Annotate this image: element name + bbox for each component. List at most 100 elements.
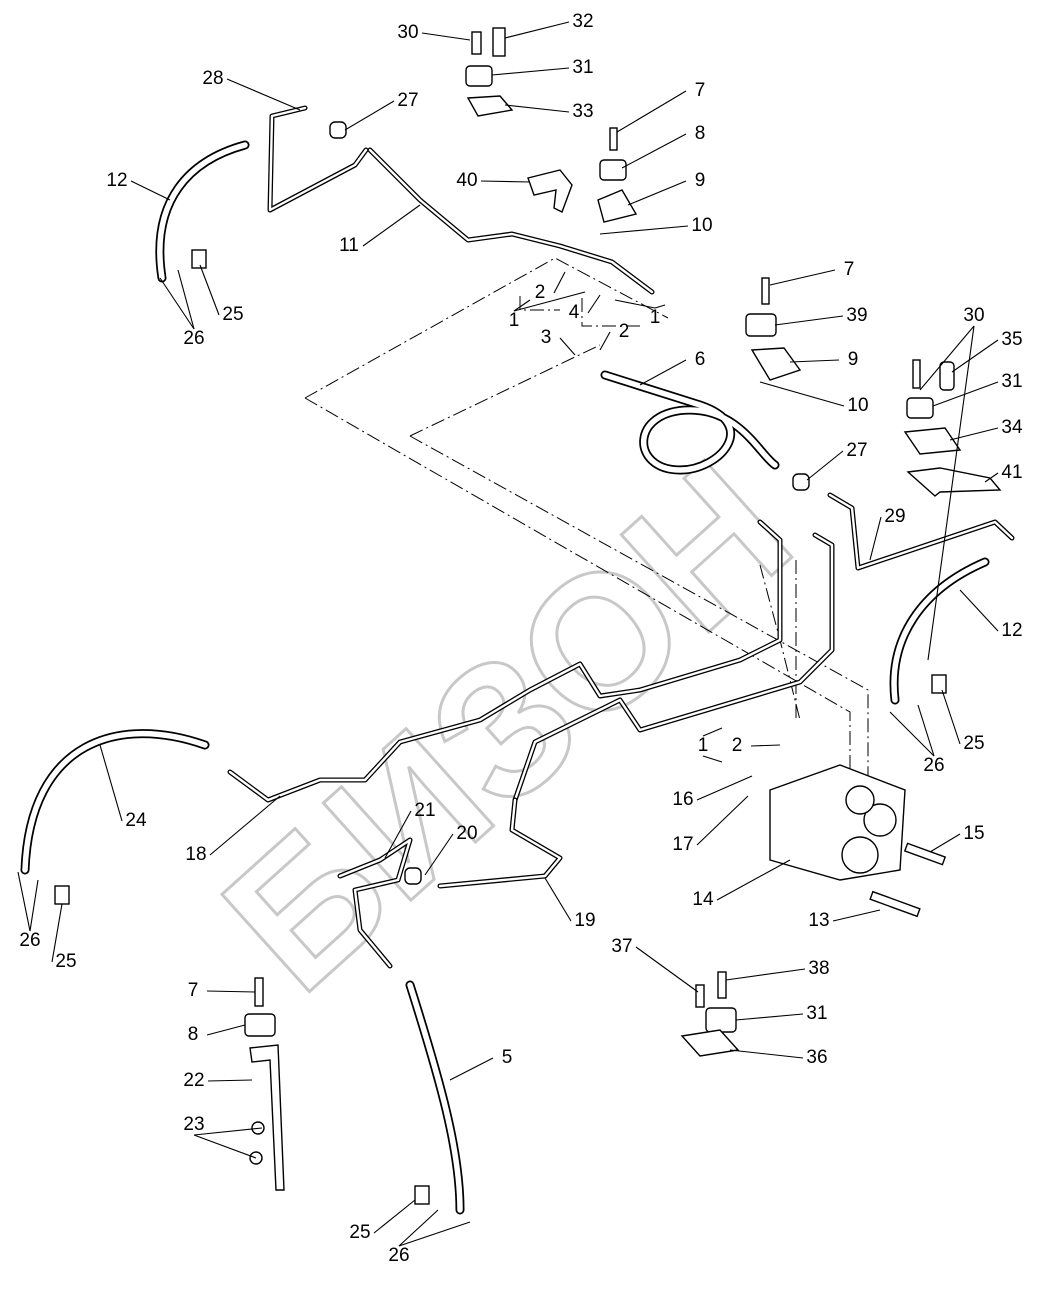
callout-32: 32 bbox=[572, 11, 593, 32]
callout-29: 29 bbox=[884, 506, 905, 527]
leader-line bbox=[384, 810, 412, 859]
callout-27: 27 bbox=[397, 90, 418, 111]
callout-30: 30 bbox=[963, 305, 984, 326]
bracket-22 bbox=[249, 1044, 285, 1191]
leader-line bbox=[725, 968, 806, 981]
callout-22: 22 bbox=[183, 1070, 204, 1091]
leader-line bbox=[832, 909, 881, 922]
bracket-9b bbox=[750, 347, 802, 381]
callout-13: 13 bbox=[808, 910, 829, 931]
callout-14: 14 bbox=[692, 889, 714, 910]
leader-line bbox=[504, 21, 570, 39]
bolt-30b bbox=[912, 359, 921, 389]
leader-line bbox=[206, 1024, 246, 1036]
callout-31: 31 bbox=[1001, 371, 1022, 392]
callout-23: 23 bbox=[183, 1114, 204, 1135]
callout-1: 1 bbox=[650, 307, 661, 328]
callout-25: 25 bbox=[222, 304, 243, 325]
callout-8: 8 bbox=[188, 1024, 199, 1045]
bolt-25b bbox=[931, 674, 947, 694]
hydraulic-hose bbox=[20, 729, 210, 875]
leader-line bbox=[889, 711, 935, 757]
callout-19: 19 bbox=[574, 910, 595, 931]
leader-line bbox=[599, 225, 689, 235]
bracket-33 bbox=[466, 95, 514, 117]
callout-16: 16 bbox=[672, 789, 693, 810]
bolt-7 bbox=[609, 127, 618, 151]
leader-line bbox=[929, 833, 961, 853]
callout-25: 25 bbox=[349, 1222, 370, 1243]
callout-7: 7 bbox=[188, 980, 199, 1001]
callout-34: 34 bbox=[1001, 417, 1023, 438]
callout-41: 41 bbox=[1001, 462, 1022, 483]
callout-1: 1 bbox=[509, 310, 520, 331]
leader-line bbox=[491, 67, 570, 76]
callout-3: 3 bbox=[541, 327, 552, 348]
callout-2: 2 bbox=[535, 282, 546, 303]
leader-line bbox=[599, 331, 611, 351]
clamp-31c bbox=[705, 1007, 737, 1033]
leader-line bbox=[635, 946, 699, 993]
watermark: БИЗОН bbox=[186, 421, 829, 1030]
bolt-38 bbox=[717, 971, 727, 999]
leader-line bbox=[621, 133, 687, 169]
bolt-25c bbox=[54, 885, 70, 905]
leader-line bbox=[919, 325, 975, 391]
leader-line bbox=[951, 339, 999, 373]
leader-line bbox=[654, 304, 666, 309]
leader-line bbox=[207, 1079, 253, 1082]
callout-7: 7 bbox=[695, 80, 706, 101]
leader-line bbox=[789, 359, 840, 363]
leader-line bbox=[735, 1013, 804, 1021]
callout-31: 31 bbox=[572, 57, 593, 78]
valve-coil bbox=[841, 836, 879, 874]
leader-line bbox=[949, 427, 999, 441]
callout-37: 37 bbox=[611, 936, 632, 957]
hydraulic-hose bbox=[405, 980, 465, 1215]
callout-5: 5 bbox=[502, 1047, 513, 1068]
screw-23b bbox=[249, 1151, 263, 1165]
leader-line bbox=[806, 450, 844, 481]
fitting-27 bbox=[329, 121, 347, 139]
leader-line bbox=[702, 727, 723, 737]
callout-12: 12 bbox=[1001, 620, 1022, 641]
leader-line bbox=[627, 180, 687, 206]
callout-10: 10 bbox=[847, 395, 868, 416]
leader-line bbox=[449, 1057, 494, 1081]
leader-line bbox=[759, 381, 845, 407]
leader-line bbox=[421, 32, 471, 41]
leader-line bbox=[29, 879, 39, 932]
clamp-8 bbox=[599, 159, 627, 181]
bolt-25d bbox=[414, 1185, 430, 1205]
leader-line bbox=[226, 78, 301, 111]
callout-26: 26 bbox=[183, 328, 204, 349]
leader-line bbox=[17, 871, 31, 932]
leader-lines bbox=[17, 21, 999, 1247]
clamp-31 bbox=[465, 65, 493, 87]
callout-12: 12 bbox=[106, 170, 127, 191]
bolt-7b bbox=[761, 277, 770, 305]
bolt-35 bbox=[939, 361, 955, 391]
leader-line bbox=[917, 704, 935, 757]
valve-coil-3 bbox=[845, 785, 875, 815]
leader-line bbox=[159, 277, 195, 330]
callout-38: 38 bbox=[808, 958, 829, 979]
leader-line bbox=[696, 775, 753, 801]
bolt-37 bbox=[695, 984, 705, 1008]
callout-26: 26 bbox=[923, 755, 944, 776]
callout-10: 10 bbox=[691, 215, 712, 236]
leader-line bbox=[616, 90, 687, 133]
callout-31: 31 bbox=[806, 1003, 827, 1024]
fitting-20 bbox=[404, 867, 422, 885]
leader-line bbox=[424, 833, 454, 876]
callout-7: 7 bbox=[844, 259, 855, 280]
leader-line bbox=[696, 795, 749, 846]
leader-line bbox=[544, 877, 572, 922]
callout-26: 26 bbox=[388, 1245, 409, 1266]
callout-9: 9 bbox=[695, 170, 706, 191]
leader-line bbox=[614, 299, 656, 309]
leader-line bbox=[984, 472, 999, 483]
callout-11: 11 bbox=[339, 235, 359, 256]
